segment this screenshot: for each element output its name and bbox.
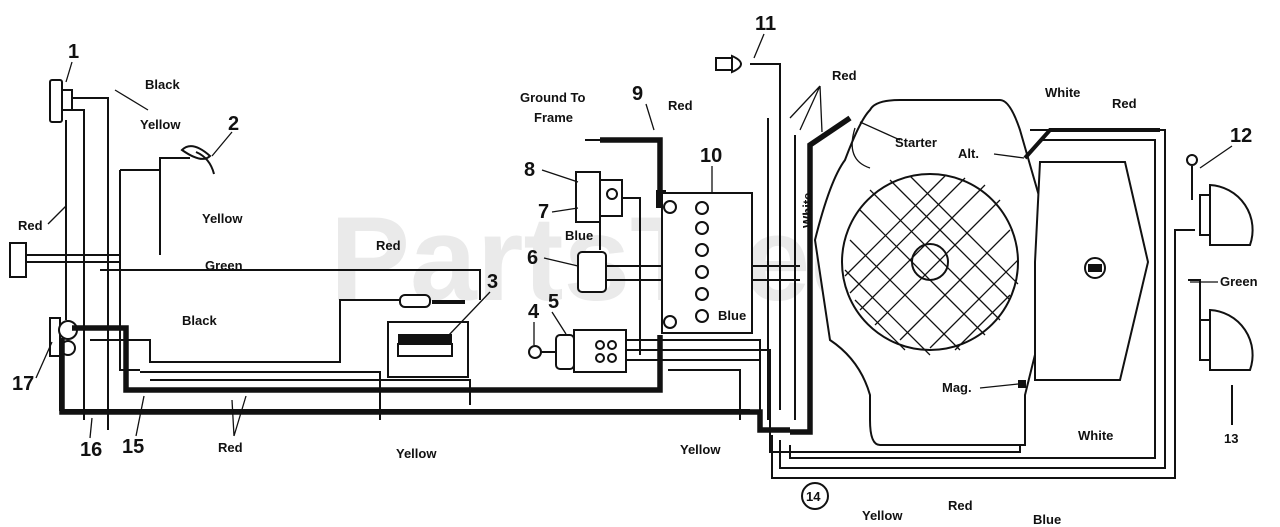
label-blue-10: Blue [718,308,746,323]
component-7-8-relay [575,171,641,355]
label-frame: Frame [534,110,573,125]
component-4-5-ignition-switch [528,329,665,373]
callout-3: 3 [487,271,498,293]
label-red-bottom-right: Red [948,498,973,513]
engine-alternator [1023,128,1160,381]
component-left-plug [9,242,120,278]
engine-flywheel-grid [844,175,1019,356]
component-2-lamp-socket [180,145,215,175]
label-red-top-right: Red [1112,96,1137,111]
callout-11: 11 [755,13,776,35]
component-12-headlight [1186,154,1254,246]
callout-2: 2 [228,113,239,135]
callout-4: 4 [528,301,540,323]
callout-12: 12 [1230,125,1252,147]
component-11-bulb [715,54,781,410]
callout-1: 1 [68,41,79,63]
label-red-mid: Red [376,238,401,253]
leader-lines [35,33,1233,439]
callout-10: 10 [700,145,722,167]
label-yellow-bottom-right: Yellow [862,508,903,523]
callout-8: 8 [524,159,535,181]
label-green-mid: Green [205,258,243,273]
label-starter: Starter [895,135,937,150]
label-blue-7: Blue [565,228,593,243]
callout-14: 14 [806,489,821,504]
callout-14-circle [801,482,829,510]
label-yellow-right: Yellow [202,211,243,226]
label-red-9: Red [668,98,693,113]
component-1-switch [49,79,109,430]
label-red-left: Red [18,218,43,233]
label-black-top: Black [145,77,180,92]
label-ground-to: Ground To [520,90,586,105]
label-green-right: Green [1220,274,1258,289]
callout-15: 15 [122,436,144,458]
callout-17: 17 [12,373,34,395]
label-white-top-right: White [1045,85,1080,100]
callout-5: 5 [548,291,559,313]
label-white-bottom-right: White [1078,428,1113,443]
component-3-fuse-block [387,294,469,378]
callout-9: 9 [632,83,643,105]
component-10-battery [661,192,753,334]
callout-13: 13 [1224,431,1238,446]
label-white-vert: White [800,193,815,228]
callout-6: 6 [527,247,538,269]
label-yellow-top: Yellow [140,117,181,132]
label-yellow-bottom-mid: Yellow [680,442,721,457]
label-black-mid: Black [182,313,217,328]
callout-16: 16 [80,439,102,461]
callout-7: 7 [538,201,549,223]
label-red-11: Red [832,68,857,83]
component-13-headlight [1188,279,1254,425]
label-alt: Alt. [958,146,979,161]
label-red-bottom: Red [218,440,243,455]
engine-outline [813,99,1060,446]
label-blue-bottom-right: Blue [1033,512,1061,527]
label-mag: Mag. [942,380,972,395]
label-yellow-bottom: Yellow [396,446,437,461]
